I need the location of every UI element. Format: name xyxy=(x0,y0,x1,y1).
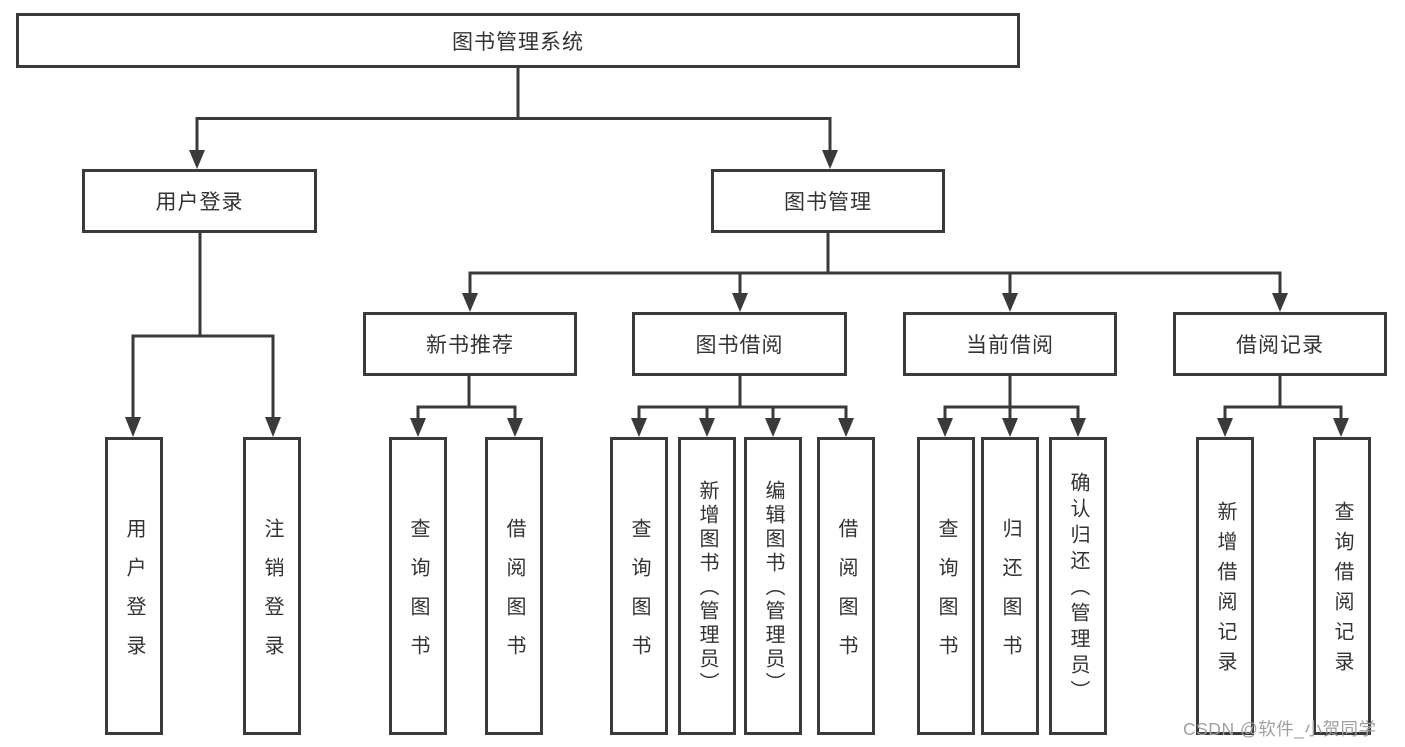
leaf-edit-books-admin: 编辑图书（管理员） xyxy=(744,437,802,735)
leaf-borrow-books-2: 借阅图书 xyxy=(817,437,875,735)
leaf-query-books-1: 查询图书 xyxy=(389,437,447,735)
leaf-logout: 注销登录 xyxy=(243,437,301,735)
leaf-query-borrow-record: 查询借阅记录 xyxy=(1313,437,1371,735)
leaf-label: 归还图书 xyxy=(999,517,1021,674)
leaf-query-books-2: 查询图书 xyxy=(610,437,668,735)
node-new-book-recommend: 新书推荐 xyxy=(363,312,577,376)
leaf-confirm-return-admin: 确认归还（管理员） xyxy=(1049,437,1107,735)
leaf-label: 借阅图书 xyxy=(835,517,857,674)
leaf-add-borrow-record: 新增借阅记录 xyxy=(1196,437,1254,735)
node-book-management: 图书管理 xyxy=(711,169,945,233)
leaf-label: 确认归还（管理员） xyxy=(1067,472,1089,706)
node-root: 图书管理系统 xyxy=(16,13,1020,68)
leaf-query-books-3: 查询图书 xyxy=(917,437,975,735)
leaf-label: 用户登录 xyxy=(123,517,145,674)
leaf-user-login: 用户登录 xyxy=(105,437,163,735)
leaf-label: 查询图书 xyxy=(628,517,650,674)
leaf-label: 查询借阅记录 xyxy=(1331,501,1353,681)
leaf-return-books: 归还图书 xyxy=(981,437,1039,735)
node-user-login: 用户登录 xyxy=(82,169,317,233)
leaf-add-books-admin: 新增图书（管理员） xyxy=(678,437,736,735)
leaf-label: 查询图书 xyxy=(935,517,957,674)
leaf-label: 编辑图书（管理员） xyxy=(762,480,784,696)
leaf-label: 注销登录 xyxy=(261,517,283,674)
node-book-borrowing: 图书借阅 xyxy=(632,312,847,376)
leaf-label: 新增借阅记录 xyxy=(1214,501,1236,681)
leaf-label: 借阅图书 xyxy=(503,517,525,674)
leaf-borrow-books-1: 借阅图书 xyxy=(485,437,543,735)
leaf-label: 查询图书 xyxy=(407,517,429,674)
csdn-watermark: CSDN @软件_小贺同学 xyxy=(1183,719,1377,739)
leaf-label: 新增图书（管理员） xyxy=(696,480,718,696)
node-current-borrowing: 当前借阅 xyxy=(903,312,1117,376)
node-borrowing-records: 借阅记录 xyxy=(1173,312,1387,376)
